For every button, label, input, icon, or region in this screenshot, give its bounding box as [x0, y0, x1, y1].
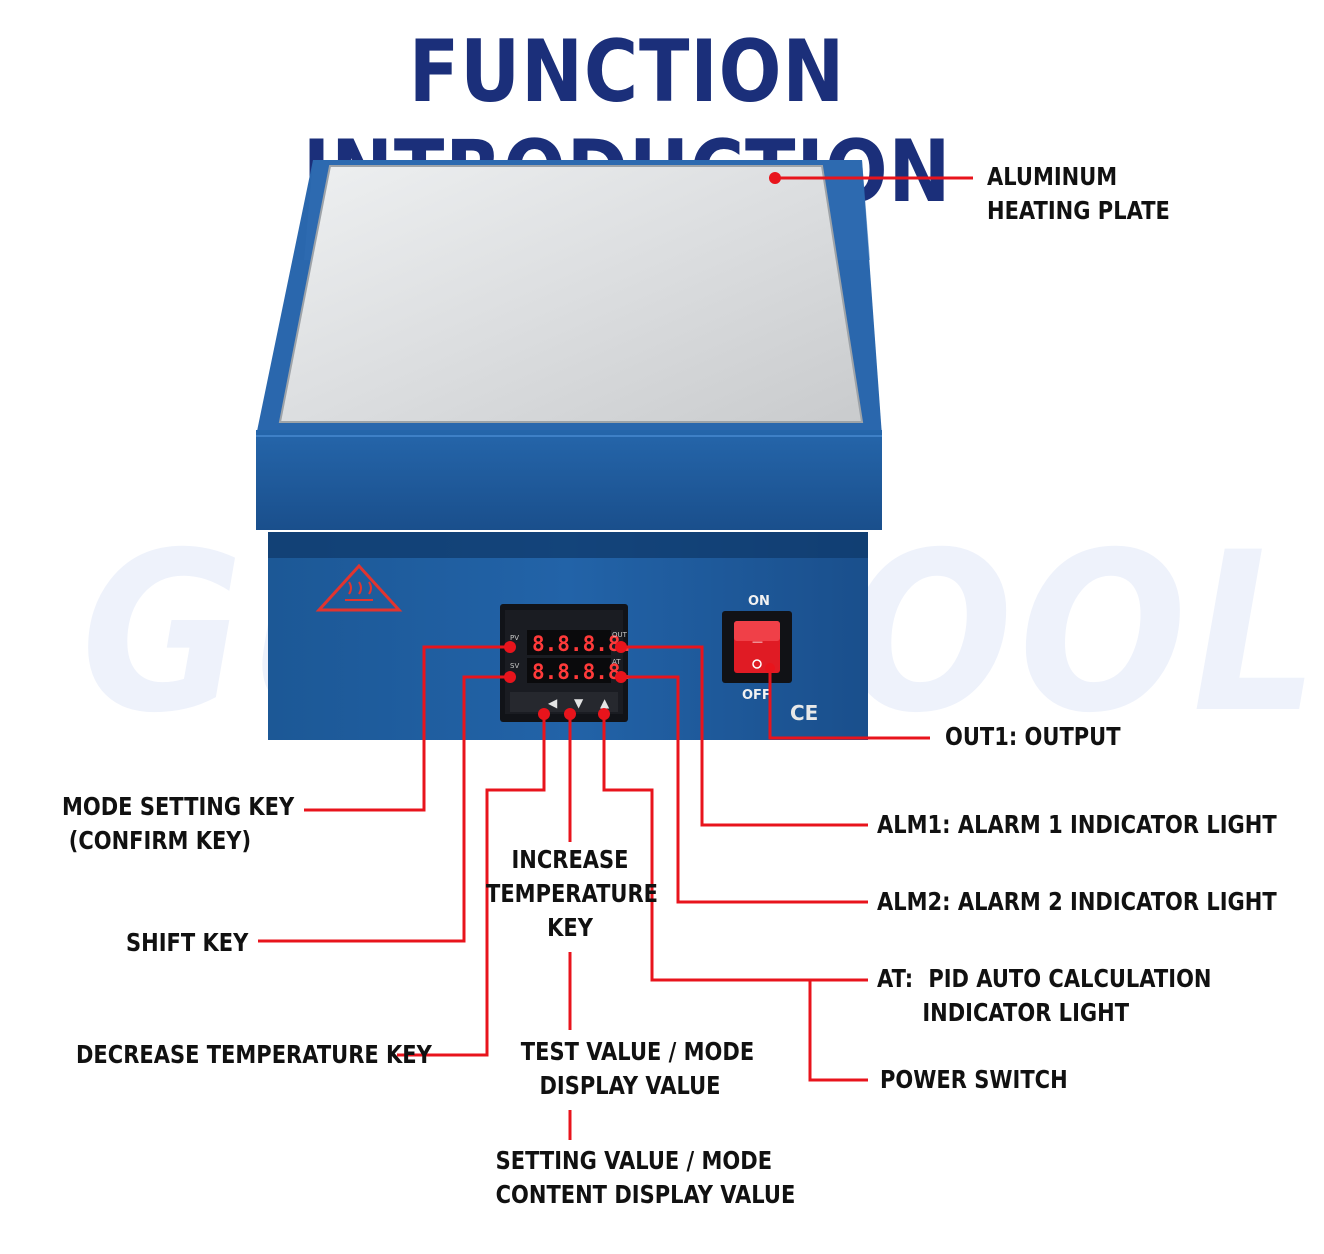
label-decrease-key: DECREASE TEMPERATURE KEY	[76, 1040, 432, 1069]
leader-lines	[258, 176, 973, 1140]
base-shadow-strip	[268, 532, 868, 558]
increase-key-symbol: ▲	[600, 696, 610, 710]
label-mode-setting-key: MODE SETTING KEY (CONFIRM KEY)	[62, 792, 295, 855]
product-diagram: GUEYTOOL FUNCTION INTRODUCTION	[62, 22, 1319, 1209]
decrease-key-symbol: ▼	[574, 696, 584, 710]
aluminum-heating-plate	[278, 165, 864, 423]
label-test-value: TEST VALUE / MODE DISPLAY VALUE	[520, 1037, 755, 1100]
label-at: AT:PID AUTO CALCULATION INDICATOR LIGHT	[877, 964, 1212, 1027]
label-aluminum-heating-plate: ALUMINUM HEATING PLATE	[987, 162, 1170, 225]
ce-mark: CE	[790, 701, 818, 725]
label-increase-key: INCREASE TEMPERATURE KEY	[486, 845, 658, 942]
temperature-controller: 8.8.8.8. 8.8.8.8. PV SV OUT AT ◀ ▼ ▲	[500, 604, 633, 722]
leader-dots	[504, 172, 781, 720]
svg-text:SV: SV	[510, 662, 519, 670]
shift-key-symbol: ◀	[548, 696, 558, 710]
svg-text:OUT: OUT	[612, 631, 628, 639]
svg-text:—: —	[752, 635, 763, 648]
label-alm2: ALM2: ALARM 2 INDICATOR LIGHT	[877, 887, 1277, 916]
label-alm1: ALM1: ALARM 1 INDICATOR LIGHT	[877, 810, 1277, 839]
hot-surface-warning-icon	[315, 563, 403, 612]
label-shift-key: SHIFT KEY	[126, 928, 249, 957]
label-out1: OUT1: OUTPUT	[945, 722, 1121, 751]
svg-text:PV: PV	[510, 634, 519, 642]
lid-front	[256, 430, 882, 530]
label-setting-value: SETTING VALUE / MODE CONTENT DISPLAY VAL…	[495, 1146, 796, 1209]
switch-on-label: ON	[748, 594, 770, 609]
switch-off-label: OFF	[742, 688, 771, 703]
power-switch: ON — OFF	[722, 594, 792, 703]
device-illustration: 8.8.8.8. 8.8.8.8. PV SV OUT AT ◀ ▼ ▲ ON …	[256, 160, 973, 1140]
label-power-switch: POWER SWITCH	[880, 1065, 1068, 1094]
svg-text:AT: AT	[612, 658, 621, 666]
